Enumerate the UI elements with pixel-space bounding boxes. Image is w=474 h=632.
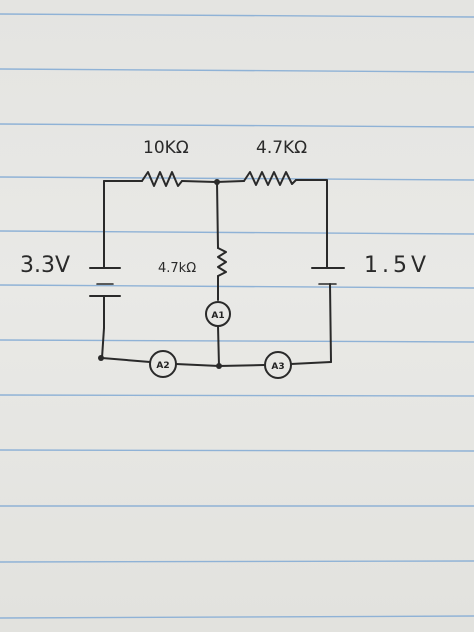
label-battery-3-3v: 3.3V: [20, 253, 70, 278]
resistor-10k: [141, 171, 183, 187]
wire-middle-upper: [216, 181, 219, 249]
wire-right-upper: [295, 179, 328, 269]
junction-bottom-left: [98, 355, 104, 361]
label-ammeter-a1: A1: [211, 311, 224, 321]
label-resistor-4-7k-middle: 4.7kΩ: [158, 261, 196, 276]
label-resistor-4-7k-top: 4.7KΩ: [256, 138, 307, 158]
resistor-4-7k-top: [243, 171, 297, 186]
wire-bottom-c: [218, 364, 265, 367]
wire-top-mid: [181, 180, 217, 183]
wire-bottom-d: [290, 361, 332, 365]
junction-bottom-mid: [216, 363, 222, 369]
junction-top: [214, 179, 220, 185]
ammeter-a1-icon: [205, 301, 231, 327]
wire-left-lower: [101, 327, 105, 359]
label-resistor-10k: 10KΩ: [143, 138, 189, 158]
wire-bottom-b: [175, 363, 220, 367]
wire-middle-lower: [217, 325, 220, 367]
label-battery-1-5v: 1.5V: [364, 253, 430, 278]
label-ammeter-a2: A2: [156, 361, 169, 371]
wire-top-right-a: [215, 180, 245, 183]
ammeter-a2-icon: [149, 350, 177, 378]
resistor-4-7k-middle: [217, 247, 227, 277]
wire-right-lower: [329, 283, 332, 363]
ruled-lines: [0, 13, 474, 619]
label-ammeter-a3: A3: [271, 362, 284, 372]
wire-bottom-a: [101, 357, 151, 363]
ammeter-a3-icon: [264, 351, 292, 379]
